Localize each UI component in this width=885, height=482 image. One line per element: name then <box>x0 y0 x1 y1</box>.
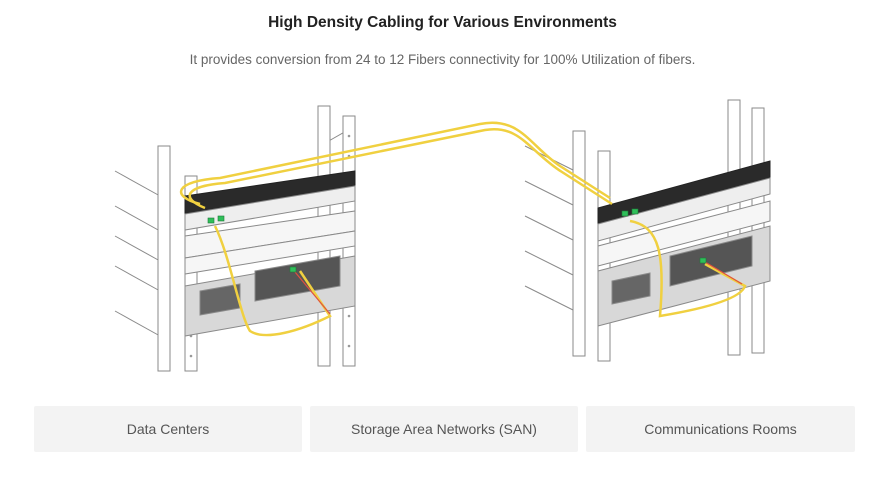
cabling-illustration <box>114 99 771 372</box>
tab-communications-rooms[interactable]: Communications Rooms <box>586 406 855 452</box>
section-subtitle: It provides conversion from 24 to 12 Fib… <box>189 52 696 67</box>
left-rack <box>114 105 356 372</box>
fiber-trunk-cable <box>179 121 747 337</box>
tab-data-centers[interactable]: Data Centers <box>34 406 302 452</box>
patch-cable <box>294 261 743 315</box>
environment-tabs: Data Centers Storage Area Networks (SAN)… <box>34 406 855 452</box>
fiber-connectors <box>207 208 707 273</box>
tab-storage-area-networks[interactable]: Storage Area Networks (SAN) <box>310 406 578 452</box>
section-title: High Density Cabling for Various Environ… <box>268 14 617 31</box>
